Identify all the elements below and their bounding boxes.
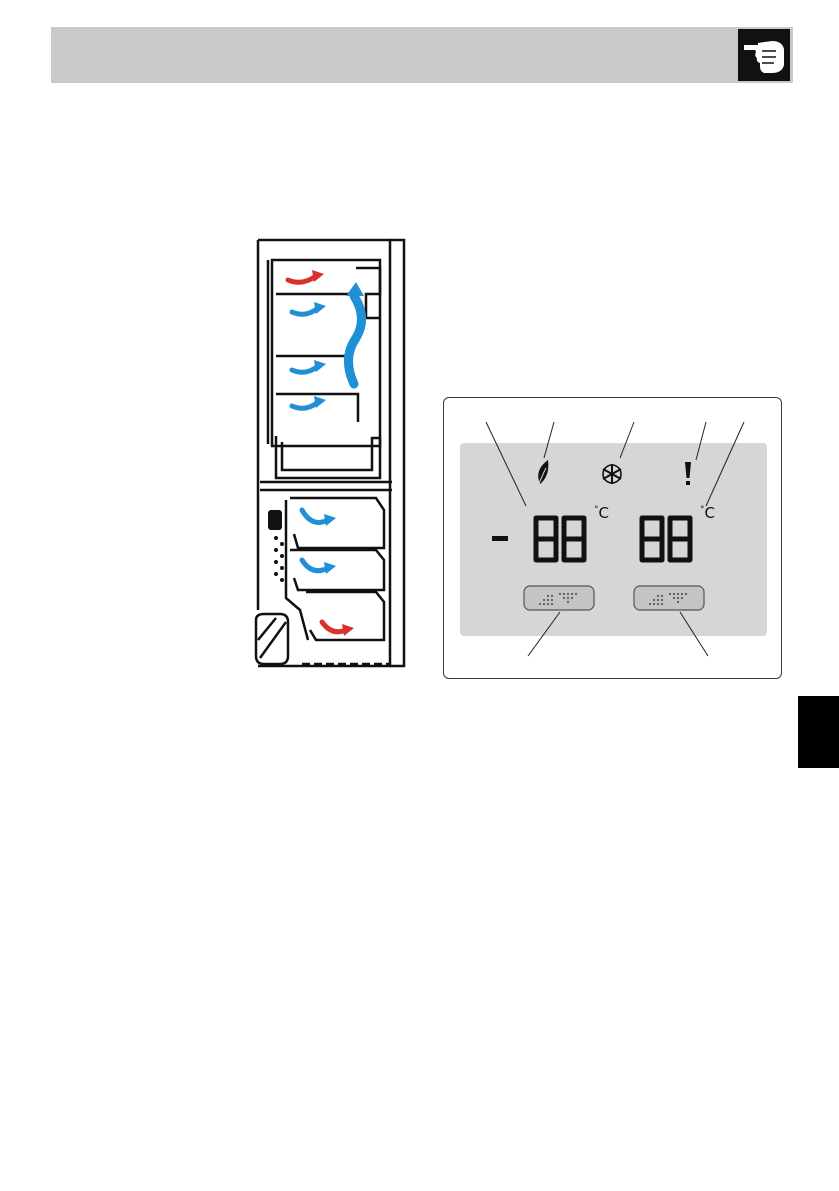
temp-left-digit-1 [536,518,556,560]
temp-left-digit-2 [564,518,584,560]
fridge-airflow-diagram [246,238,408,670]
left-adjust-button[interactable] [524,586,594,610]
header-bar [51,27,793,83]
temp-right-digit-2 [670,518,690,560]
eco-leaf-icon [538,460,548,486]
right-adjust-button[interactable] [634,586,704,610]
alarm-exclamation-icon [685,462,691,485]
control-panel-diagram: °C °C [443,397,782,679]
temp-left-unit: °C [594,506,609,521]
pointing-hand-icon [738,29,790,81]
temp-left-minus [492,536,508,541]
chapter-side-tab [798,696,839,768]
temp-right-digit-1 [642,518,662,560]
snowflake-icon [603,464,621,484]
temp-right-unit: °C [700,506,715,521]
